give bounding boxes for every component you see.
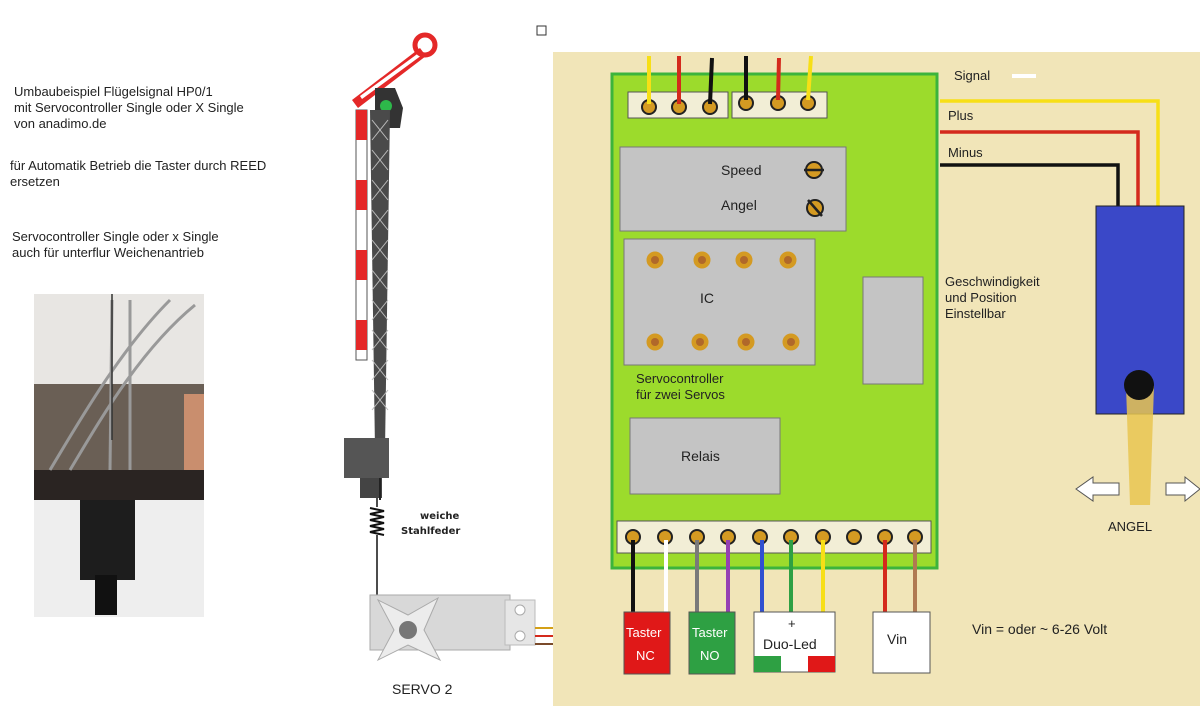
angel-potentiometer[interactable] [806, 199, 824, 217]
intro-line1: Umbaubeispiel Flügelsignal HP0/1 [14, 84, 213, 99]
bottom-connector-pads [625, 529, 923, 545]
reed-line1: für Automatik Betrieb die Taster durch R… [10, 158, 267, 173]
plus-wire [940, 130, 1140, 208]
duo-led-red [808, 656, 835, 672]
turnout-note: Servocontroller Single oder x Single auc… [12, 229, 219, 261]
intro-line2: mit Servocontroller Single oder X Single [14, 100, 244, 115]
servocontroller-label-line2: für zwei Servos [636, 387, 725, 402]
servo-angel-horn [1124, 370, 1154, 505]
speed-angel-module [619, 146, 847, 232]
taster-nc-label-line2: NC [636, 648, 655, 663]
duo-led-label: Duo-Led [763, 636, 817, 652]
ic-label: IC [700, 290, 714, 306]
vin-label: Vin [887, 631, 907, 647]
reed-line2: ersetzen [10, 174, 60, 189]
turnout-line1: Servocontroller Single oder x Single [12, 229, 219, 244]
minus-wire [940, 163, 1120, 208]
servocontroller-label-line1: Servocontroller [636, 371, 724, 386]
speed-note-line3: Einstellbar [945, 306, 1006, 321]
taster-no-label-line2: NO [700, 648, 720, 663]
reed-note: für Automatik Betrieb die Taster durch R… [10, 158, 266, 190]
angel-label: Angel [721, 197, 757, 213]
spring-label-line1: weiche [420, 511, 459, 522]
duo-led-green [754, 656, 781, 672]
ic-pin-holes [651, 256, 795, 346]
duo-led-plus-label: + [788, 616, 796, 631]
relais-module [629, 417, 781, 495]
servo-2 [369, 594, 553, 662]
signal-wire-label: Signal [954, 68, 990, 83]
arrow-right-icon [1165, 475, 1200, 503]
turnout-line2: auch für unterflur Weichenantrieb [12, 245, 204, 260]
semaphore-signal [344, 32, 438, 500]
taster-no-label-line1: Taster [692, 625, 728, 640]
intro-note: Umbaubeispiel Flügelsignal HP0/1 mit Ser… [14, 84, 244, 132]
minus-wire-label: Minus [948, 145, 983, 160]
signal-wire [940, 99, 1160, 208]
arrow-left-icon [1075, 476, 1120, 502]
turnout-photo [34, 294, 204, 617]
side-component [862, 276, 924, 385]
steel-spring [369, 498, 385, 600]
spring-label-line2: Stahlfeder [401, 526, 460, 537]
relais-label: Relais [681, 448, 720, 464]
vin-note: Vin = oder ~ 6-26 Volt [972, 621, 1107, 637]
taster-nc-label-line1: Taster [626, 625, 662, 640]
angel-servo-label: ANGEL [1108, 519, 1152, 534]
taster-no-box[interactable] [688, 611, 736, 675]
speed-note-line2: und Position [945, 290, 1017, 305]
plus-wire-label: Plus [948, 108, 974, 123]
intro-line3: von anadimo.de [14, 116, 107, 131]
servo-2-label: SERVO 2 [392, 681, 453, 697]
speed-note-line1: Geschwindigkeit [945, 274, 1040, 289]
taster-nc-box[interactable] [623, 611, 671, 675]
small-checkbox-square [536, 25, 547, 36]
speed-potentiometer[interactable] [804, 161, 824, 179]
speed-label: Speed [721, 162, 761, 178]
top-wires [647, 55, 813, 105]
vin-box[interactable] [872, 611, 931, 674]
